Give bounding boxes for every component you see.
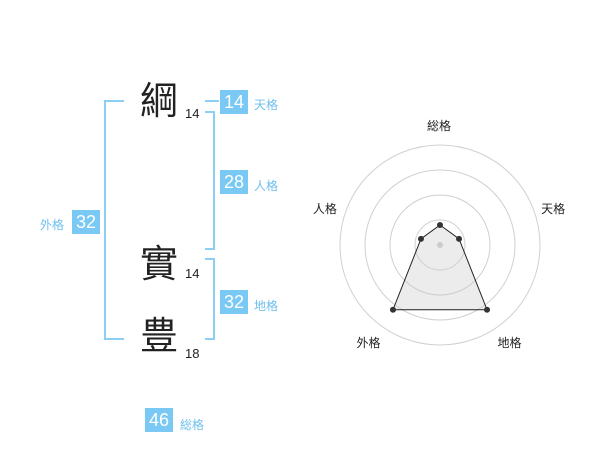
radar-ring — [339, 144, 541, 346]
gaikaku-label: 外格 — [40, 218, 65, 232]
chikaku-bracket-bottom — [205, 338, 215, 340]
name-char-3: 豊 — [140, 314, 179, 358]
radar-axis-label-4: 人格 — [312, 201, 337, 216]
gaikaku-bracket-vertical — [104, 100, 106, 340]
radar-axis-label-3: 外格 — [356, 336, 381, 351]
radar-point-1 — [456, 235, 463, 242]
name-char-2: 實 — [140, 242, 179, 286]
chikaku-bracket-top — [205, 258, 215, 260]
chikaku-badge: 32 — [220, 290, 248, 314]
jinkaku-bracket-top — [205, 111, 215, 113]
radar-center-dot — [437, 242, 443, 248]
radar-ring — [389, 194, 491, 296]
chikaku-label: 地格 — [254, 299, 279, 313]
radar-point-2 — [484, 306, 491, 313]
tenkaku-label: 天格 — [254, 98, 279, 112]
tenkaku-badge: 14 — [220, 90, 248, 114]
jinkaku-bracket-bottom — [205, 248, 215, 250]
gaikaku-bracket-bottom — [104, 338, 124, 340]
jinkaku-badge: 28 — [220, 170, 248, 194]
jinkaku-bracket-vertical — [213, 111, 215, 250]
radar-chart — [339, 144, 541, 346]
name-char-3-strokes: 18 — [185, 346, 200, 361]
jinkaku-label: 人格 — [254, 179, 279, 193]
radar-polygon — [392, 224, 488, 311]
name-char-2-strokes: 14 — [185, 266, 200, 281]
radar-axis-label-2: 地格 — [497, 336, 522, 351]
radar-point-0 — [437, 222, 443, 228]
soukaku-label: 総格 — [180, 418, 205, 432]
radar-axis-label-1: 天格 — [541, 201, 566, 216]
radar-ring — [364, 169, 516, 321]
radar-axis-label-0: 総格 — [427, 119, 452, 133]
name-char-1: 綱 — [140, 79, 179, 123]
tenkaku-tick-h — [205, 100, 219, 102]
name-char-1-strokes: 14 — [185, 106, 200, 121]
radar-point-4 — [417, 235, 424, 242]
gaikaku-badge: 32 — [72, 210, 100, 234]
gaikaku-bracket-top — [104, 100, 124, 102]
soukaku-badge: 46 — [145, 408, 173, 432]
radar-point-3 — [389, 306, 396, 313]
chikaku-bracket-vertical — [213, 258, 215, 340]
radar-ring — [414, 219, 466, 271]
